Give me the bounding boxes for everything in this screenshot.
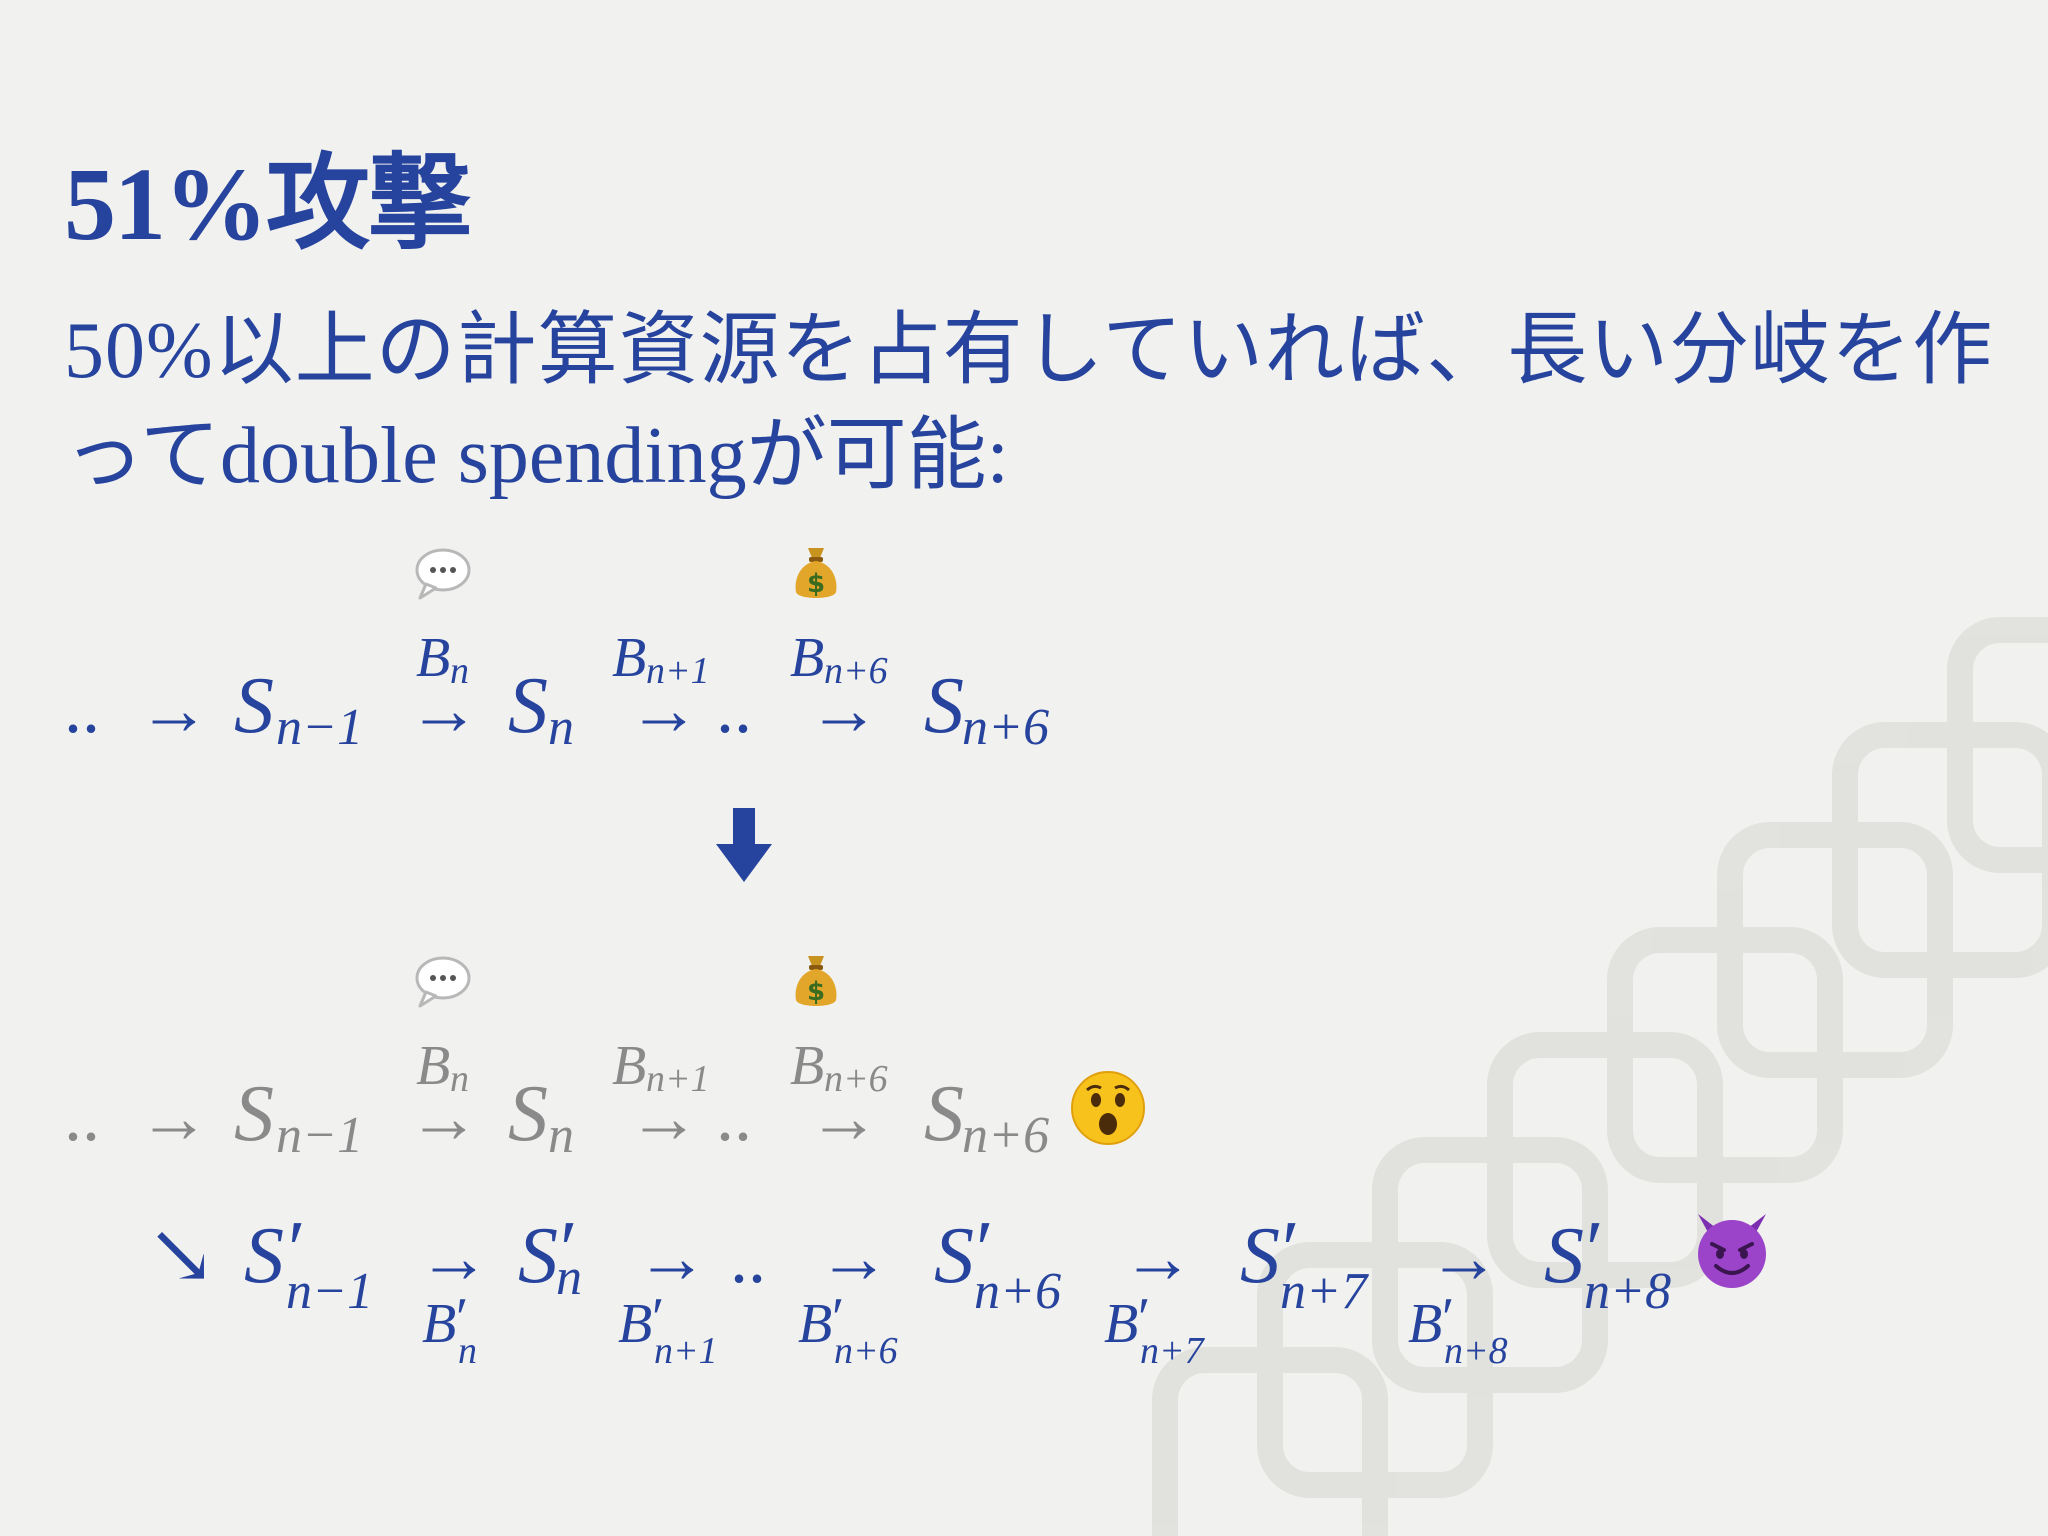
fork-state-subscript: n+6 [974, 1263, 1062, 1320]
prime-mark: ′ [1442, 1287, 1455, 1349]
chain-dots: .. [730, 1218, 766, 1298]
block-subscript: n+1 [646, 650, 710, 692]
state-symbol: S [924, 662, 964, 750]
chain-arrow: → [818, 1218, 890, 1298]
prime-mark: ′ [560, 1206, 578, 1294]
fork-block-subscript: n+6 [834, 1330, 898, 1372]
block-label: B [790, 1035, 825, 1097]
slide-title: 51%攻撃 [64, 147, 472, 262]
fork-state-symbol: S [518, 1212, 558, 1300]
fork-state-symbol: S [1240, 1212, 1280, 1300]
fork-state-subscript: n+8 [1584, 1263, 1672, 1320]
fork-block-subscript: n+8 [1444, 1330, 1508, 1372]
fork-block-label: B [798, 1293, 833, 1355]
chain-arrow: → [1122, 1218, 1194, 1298]
fork-block-label: B [1104, 1293, 1139, 1355]
devil-face-icon [1698, 1214, 1766, 1288]
chain-arrow: → [408, 1078, 480, 1158]
chain-dots: .. [64, 1076, 100, 1156]
fork-block-subscript: n+7 [1140, 1330, 1204, 1372]
chain-arrow: → [138, 1078, 210, 1158]
chain-arrow: → [636, 1218, 708, 1298]
chain-arrow: → [628, 1078, 700, 1158]
chain-arrow: → [138, 670, 210, 750]
fork-state-subscript: n+7 [1280, 1263, 1368, 1320]
block-label: B [416, 627, 451, 689]
fork-state-symbol: S [244, 1212, 284, 1300]
block-subscript: n+6 [824, 650, 888, 692]
fork-block-label: B [422, 1293, 457, 1355]
state-symbol: S [924, 1070, 964, 1158]
fork-branch-arrow: ↘ [146, 1209, 217, 1302]
block-subscript: n [450, 650, 469, 692]
chain-dots: .. [64, 668, 100, 748]
block-label: B [612, 627, 647, 689]
down-arrow-icon [716, 808, 772, 882]
svg-text:$: $ [807, 569, 825, 599]
fork-block-subscript: n+1 [654, 1330, 718, 1372]
money-bag-icon: $ [795, 956, 837, 1007]
state-subscript: n [548, 1107, 574, 1164]
state-symbol: S [508, 662, 548, 750]
chain-arrow: → [408, 670, 480, 750]
fork-block-label: B [1408, 1293, 1443, 1355]
prime-mark: ′ [832, 1287, 845, 1349]
fork-state-symbol: S [934, 1212, 974, 1300]
state-subscript: n [548, 699, 574, 756]
fork-block-subscript: n [458, 1330, 477, 1372]
chain-arrow: → [628, 670, 700, 750]
speech-bubble-icon [415, 956, 471, 1008]
block-label: B [612, 1035, 647, 1097]
block-subscript: n+1 [646, 1058, 710, 1100]
prime-mark: ′ [1138, 1287, 1151, 1349]
chain-dots: .. [716, 668, 752, 748]
state-symbol: S [508, 1070, 548, 1158]
body-text-line-2: ってdouble spendingが可能: [64, 412, 1009, 500]
block-subscript: n+6 [824, 1058, 888, 1100]
chain-arrow: → [418, 1218, 490, 1298]
prime-mark: ′ [976, 1206, 994, 1294]
state-subscript: n−1 [276, 699, 364, 756]
speech-bubble-icon [415, 548, 471, 600]
state-subscript: n+6 [962, 699, 1050, 756]
chain-dots: .. [716, 1076, 752, 1156]
block-subscript: n [450, 1058, 469, 1100]
prime-mark: ′ [1282, 1206, 1300, 1294]
prime-mark: ′ [1586, 1206, 1604, 1294]
fork-state-subscript: n [556, 1249, 582, 1306]
prime-mark: ′ [652, 1287, 665, 1349]
body-text-line-1: 50%以上の計算資源を占有していれば、長い分岐を作 [64, 307, 1994, 395]
block-label: B [416, 1035, 451, 1097]
state-symbol: S [234, 662, 274, 750]
fork-state-subscript: n−1 [286, 1263, 374, 1320]
chain-arrow: → [808, 1078, 880, 1158]
svg-text:$: $ [807, 977, 825, 1007]
surprised-face-icon [1071, 1071, 1145, 1145]
state-subscript: n−1 [276, 1107, 364, 1164]
state-subscript: n+6 [962, 1107, 1050, 1164]
prime-mark: ′ [288, 1206, 306, 1294]
money-bag-icon: $ [795, 548, 837, 599]
block-label: B [790, 627, 825, 689]
chain-arrow: → [1428, 1218, 1500, 1298]
state-symbol: S [234, 1070, 274, 1158]
chain-arrow: → [808, 670, 880, 750]
fork-block-label: B [618, 1293, 653, 1355]
fork-state-symbol: S [1544, 1212, 1584, 1300]
prime-mark: ′ [456, 1287, 469, 1349]
